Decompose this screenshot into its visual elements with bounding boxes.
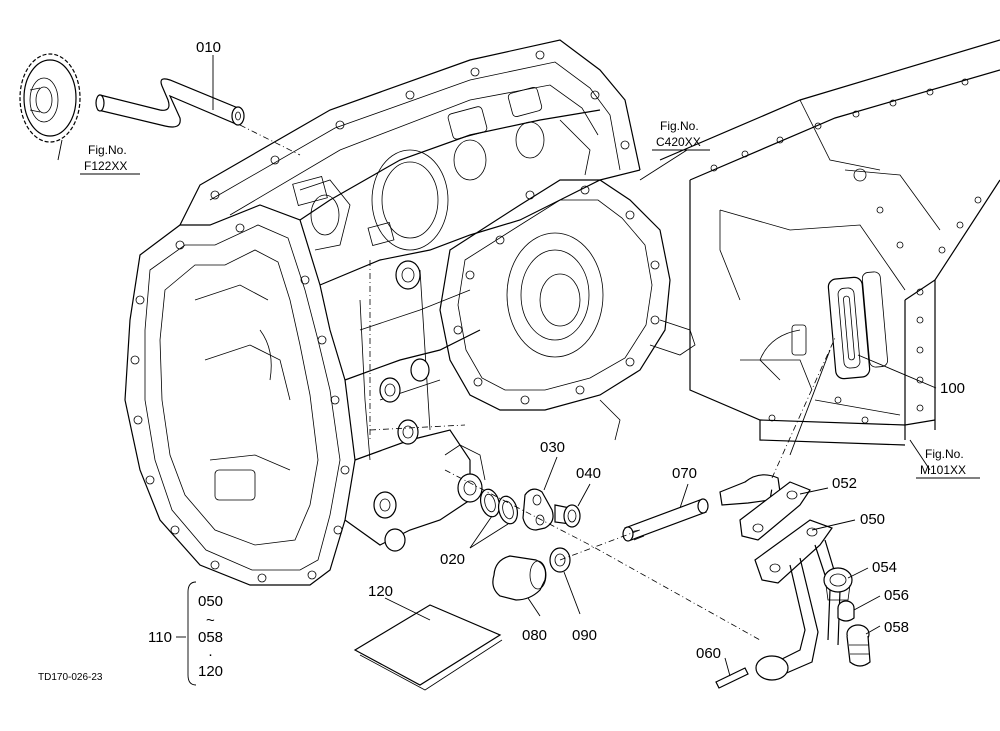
label-090: 090 (572, 627, 597, 644)
part-052-pipe-fitting (719, 474, 811, 541)
case-bolt-holes (130, 50, 660, 583)
fig-ref-f122-line2: F122XX (84, 159, 127, 173)
fig-ref-m101-line2: M101XX (920, 463, 966, 477)
part-070-pipe (622, 498, 709, 542)
label-010: 010 (196, 39, 221, 56)
part-010-lever-rod (95, 78, 245, 128)
fig-ref-c420-line1: Fig.No. (660, 119, 699, 133)
fig-ref-f122: Fig.No. F122XX (80, 143, 140, 175)
label-054: 054 (872, 559, 897, 576)
label-020: 020 (440, 551, 465, 568)
part-labels: 010 030 040 020 070 052 050 054 056 058 … (196, 39, 965, 662)
leader-lines (57, 55, 937, 677)
part-040-bolt (554, 504, 581, 528)
part-058-connector (846, 624, 871, 667)
part-100-sight-gauge (827, 271, 888, 380)
label-056: 056 (884, 587, 909, 604)
label-052: 052 (832, 475, 857, 492)
assembly-item-sep: · (208, 646, 213, 663)
label-120: 120 (368, 583, 393, 600)
label-060: 060 (696, 645, 721, 662)
assembly-group-110: 110 050 ~ 058 · 120 (148, 581, 223, 686)
part-120-sheet (353, 604, 503, 691)
assembly-item-from: 050 (198, 593, 223, 610)
assembly-item-range: ~ (206, 612, 215, 629)
fig-ref-m101: Fig.No. M101XX (916, 447, 980, 479)
label-050: 050 (860, 511, 885, 528)
fig-ref-c420-line2: C420XX (656, 135, 701, 149)
assembly-item-to: 058 (198, 629, 223, 646)
label-070: 070 (672, 465, 697, 482)
frame-bolt-holes (710, 78, 982, 424)
part-060-pin (715, 667, 749, 689)
label-040: 040 (576, 465, 601, 482)
label-080: 080 (522, 627, 547, 644)
gear-f122 (19, 53, 81, 143)
assembly-item-extra: 120 (198, 663, 223, 680)
part-056-washer (837, 600, 855, 622)
label-058: 058 (884, 619, 909, 636)
center-lines (239, 124, 836, 641)
part-020-o-rings (479, 488, 519, 525)
fig-ref-m101-line1: Fig.No. (925, 447, 964, 461)
frame-outline (659, 39, 1000, 446)
assembly-label: 110 (148, 629, 172, 646)
drawing-code: TD170-026-23 (38, 672, 103, 683)
fig-ref-f122-line1: Fig.No. (88, 143, 127, 157)
part-030-plate (522, 488, 554, 531)
part-054-fitting (823, 567, 853, 601)
transmission-case (124, 39, 696, 586)
label-030: 030 (540, 439, 565, 456)
fig-ref-c420: Fig.No. C420XX (652, 119, 710, 151)
label-100: 100 (940, 380, 965, 397)
part-050-bracket-pipe (754, 519, 841, 681)
part-080-cap (492, 555, 547, 601)
